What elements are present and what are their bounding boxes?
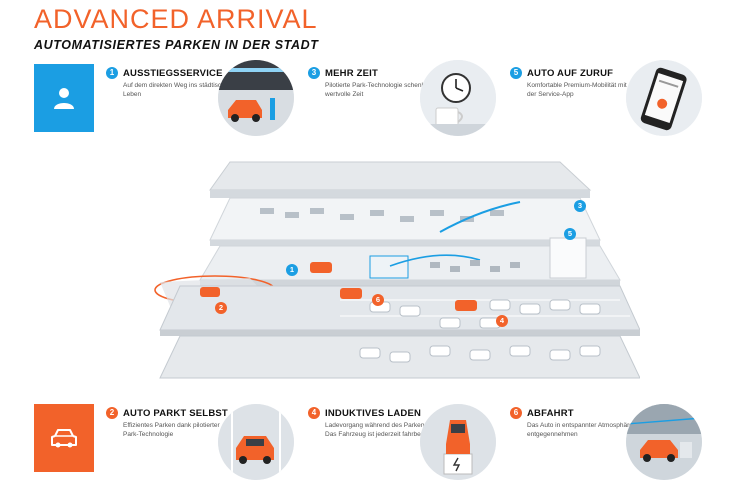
thumb-drop-off <box>218 60 294 136</box>
feature-number: 6 <box>510 407 522 419</box>
feature-title: MEHR ZEIT <box>325 67 378 79</box>
marker-1: 1 <box>286 264 298 276</box>
self-parking-illustration <box>218 404 294 480</box>
person-panel <box>34 64 94 132</box>
feature-induktives-laden: 4 INDUKTIVES LADEN Ladevorgang während de… <box>308 407 433 439</box>
marker-3: 3 <box>574 200 586 212</box>
feature-number: 4 <box>308 407 320 419</box>
feature-number: 5 <box>510 67 522 79</box>
feature-desc: Auf dem direkten Weg ins städtische Lebe… <box>123 82 229 98</box>
car-icon <box>51 429 77 448</box>
feature-mehr-zeit: 3 MEHR ZEIT Pilotierte Park-Technologie s… <box>308 67 428 99</box>
inductive-charging-illustration <box>420 404 496 480</box>
feature-abfahrt: 6 ABFAHRT Das Auto in entspannter Atmosph… <box>510 407 633 439</box>
marker-4: 4 <box>496 315 508 327</box>
clock-illustration <box>420 60 496 136</box>
feature-number: 2 <box>106 407 118 419</box>
page-subtitle: AUTOMATISIERTES PARKEN IN DER STADT <box>34 38 319 52</box>
feature-desc: Das Auto in entspannter Atmosphäre entge… <box>527 422 633 438</box>
marker-2: 2 <box>215 302 227 314</box>
feature-title: AUTO AUF ZURUF <box>527 67 614 79</box>
feature-number: 3 <box>308 67 320 79</box>
parking-building-cutaway <box>140 150 640 390</box>
feature-desc: Ladevorgang während des Parkens – Das Fa… <box>325 422 434 438</box>
thumb-inductive-charging <box>420 404 496 480</box>
feature-auto-auf-zuruf: 5 AUTO AUF ZURUF Komfortable Premium-Mobi… <box>510 67 630 99</box>
marker-5: 5 <box>564 228 576 240</box>
building-illustration <box>154 161 640 379</box>
feature-desc: Komfortable Premium-Mobilität mit der Se… <box>527 82 627 98</box>
feature-title: AUTO PARKT SELBST <box>123 407 228 419</box>
smartphone-illustration <box>626 60 702 136</box>
feature-title: INDUKTIVES LADEN <box>325 407 422 419</box>
thumb-clock <box>420 60 496 136</box>
thumb-phone <box>626 60 702 136</box>
feature-desc: Pilotierte Park-Technologie schenkt wert… <box>325 82 427 98</box>
marker-6: 6 <box>372 294 384 306</box>
feature-desc: Effizientes Parken dank pilotierter Park… <box>123 422 220 438</box>
car-panel <box>34 404 94 472</box>
feature-auto-parkt-selbst: 2 AUTO PARKT SELBST Effizientes Parken da… <box>106 407 228 439</box>
thumb-departure <box>626 404 702 480</box>
feature-ausstiegsservice: 1 AUSSTIEGSSERVICE Auf dem direkten Weg i… <box>106 67 228 99</box>
drop-off-illustration <box>218 60 294 136</box>
feature-title: ABFAHRT <box>527 407 574 419</box>
person-icon <box>54 88 74 109</box>
thumb-self-parking <box>218 404 294 480</box>
feature-title: AUSSTIEGSSERVICE <box>123 67 223 79</box>
feature-number: 1 <box>106 67 118 79</box>
page-title: ADVANCED ARRIVAL <box>34 4 318 34</box>
departure-illustration <box>626 404 702 480</box>
